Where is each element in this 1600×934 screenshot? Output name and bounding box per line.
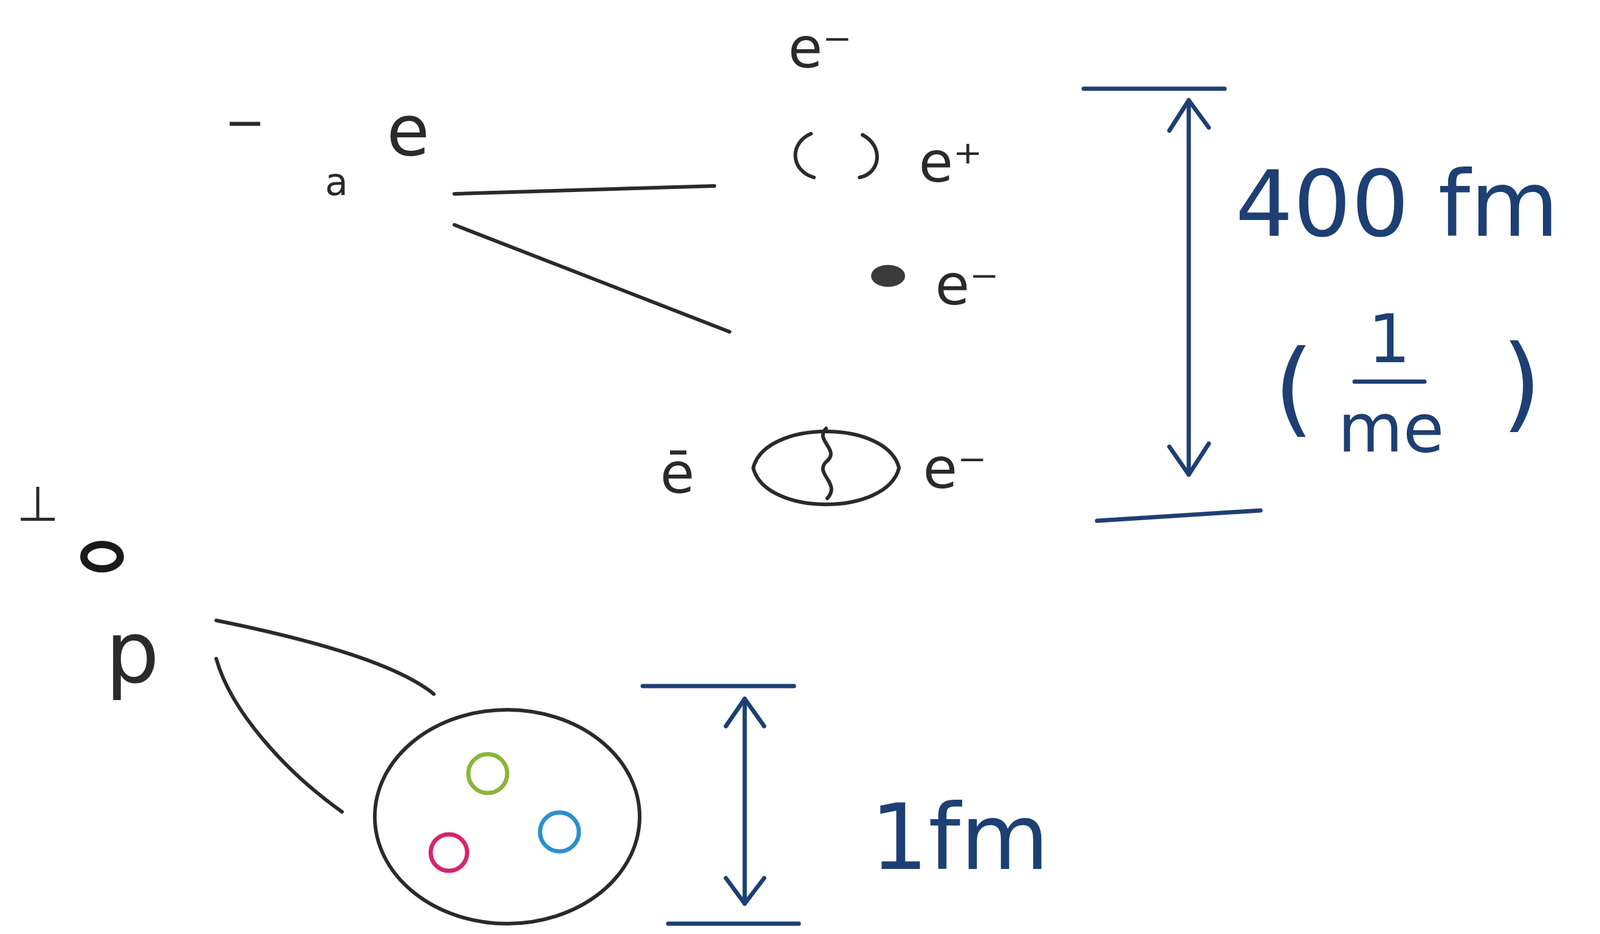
symbol: ⊥ xyxy=(16,479,59,529)
zoom-line xyxy=(216,658,342,812)
particle-label: e⁻ xyxy=(922,441,987,497)
particle-label: p xyxy=(105,610,160,696)
dimension-bar xyxy=(1097,510,1261,521)
fraction-denominator: me xyxy=(1338,394,1445,462)
particle-label: e⁻ xyxy=(787,20,852,77)
arrowhead xyxy=(1169,100,1209,131)
arrowhead xyxy=(725,877,765,904)
dimension-bar xyxy=(1083,86,1225,92)
bracket: ( xyxy=(1273,335,1314,440)
bracket: ) xyxy=(1501,331,1542,435)
dimension-bar xyxy=(668,921,799,926)
proton-circle xyxy=(374,709,640,924)
dimension-label: 400 fm xyxy=(1235,158,1560,250)
dimension-bar xyxy=(642,683,794,689)
particle-label: ē xyxy=(660,445,695,502)
blob xyxy=(871,264,906,287)
arrowhead xyxy=(1169,443,1209,475)
quark xyxy=(430,834,468,871)
fraction-bar xyxy=(1354,379,1425,384)
subscript: a xyxy=(324,163,349,202)
branch-line xyxy=(454,185,715,194)
quark xyxy=(468,753,508,793)
loop-arc xyxy=(795,133,814,178)
branch-line xyxy=(454,224,730,332)
zoom-line xyxy=(216,620,434,694)
quark xyxy=(540,812,579,852)
arrowhead xyxy=(725,698,765,726)
dimension-arrow xyxy=(742,698,748,904)
symbol: − xyxy=(224,98,265,148)
dimension-label: 1fm xyxy=(870,791,1050,883)
dimension-arrow xyxy=(1186,100,1192,475)
photon-squiggle xyxy=(823,428,832,499)
loop-arc xyxy=(859,134,878,178)
blob xyxy=(83,544,121,569)
particle-label: e⁻ xyxy=(934,257,999,314)
particle-label: e xyxy=(386,95,431,166)
particle-label: e⁺ xyxy=(918,134,983,191)
fraction-numerator: 1 xyxy=(1367,305,1411,373)
